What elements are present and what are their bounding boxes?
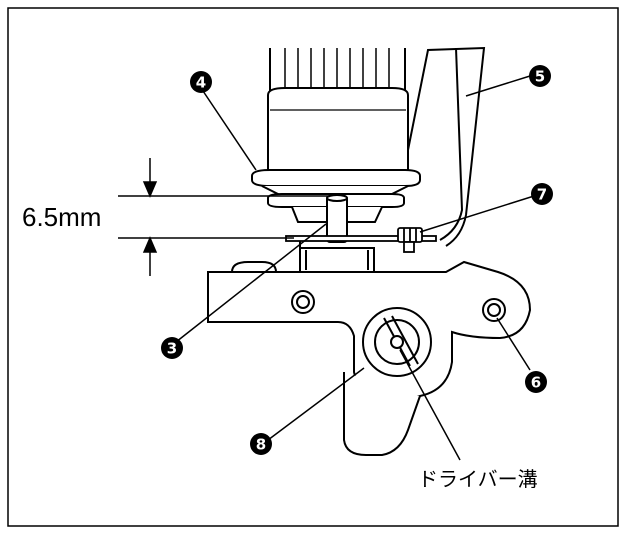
callout-5: 5 [529,65,551,87]
callout-3: 3 [161,337,183,359]
callout-badge [529,65,551,87]
callout-badge [161,337,183,359]
callout-8: 8 [250,433,272,455]
spindle-housing [267,48,409,173]
mount-hole [482,298,506,322]
callout-4: 4 [190,71,212,93]
callout-6: 6 [525,371,547,393]
callout-number: 4 [196,74,206,92]
callout-badge [531,183,553,205]
adjust-screw [397,227,423,253]
eccentric-screw [362,307,432,377]
callout-badge [190,71,212,93]
callout-badge [525,371,547,393]
lower-lever [343,372,421,456]
callout-badge [250,433,272,455]
callout-number: 5 [535,68,545,86]
base-screw [291,290,315,314]
leader-lines [175,75,535,461]
shaft [326,194,348,243]
callout-number: 6 [531,374,541,392]
callout-number: 7 [537,186,547,204]
dimension-label: 6.5mm [22,202,101,232]
u-bracket [299,241,375,272]
lock-knob [230,261,278,273]
callout-number: 8 [256,436,266,454]
callout-number: 3 [167,340,177,358]
dimension-lines [118,158,330,276]
driver-slot-label: ドライバー溝 [418,468,538,491]
stopper-arm [407,46,486,247]
diagram-frame [7,7,619,527]
callout-7: 7 [531,183,553,205]
